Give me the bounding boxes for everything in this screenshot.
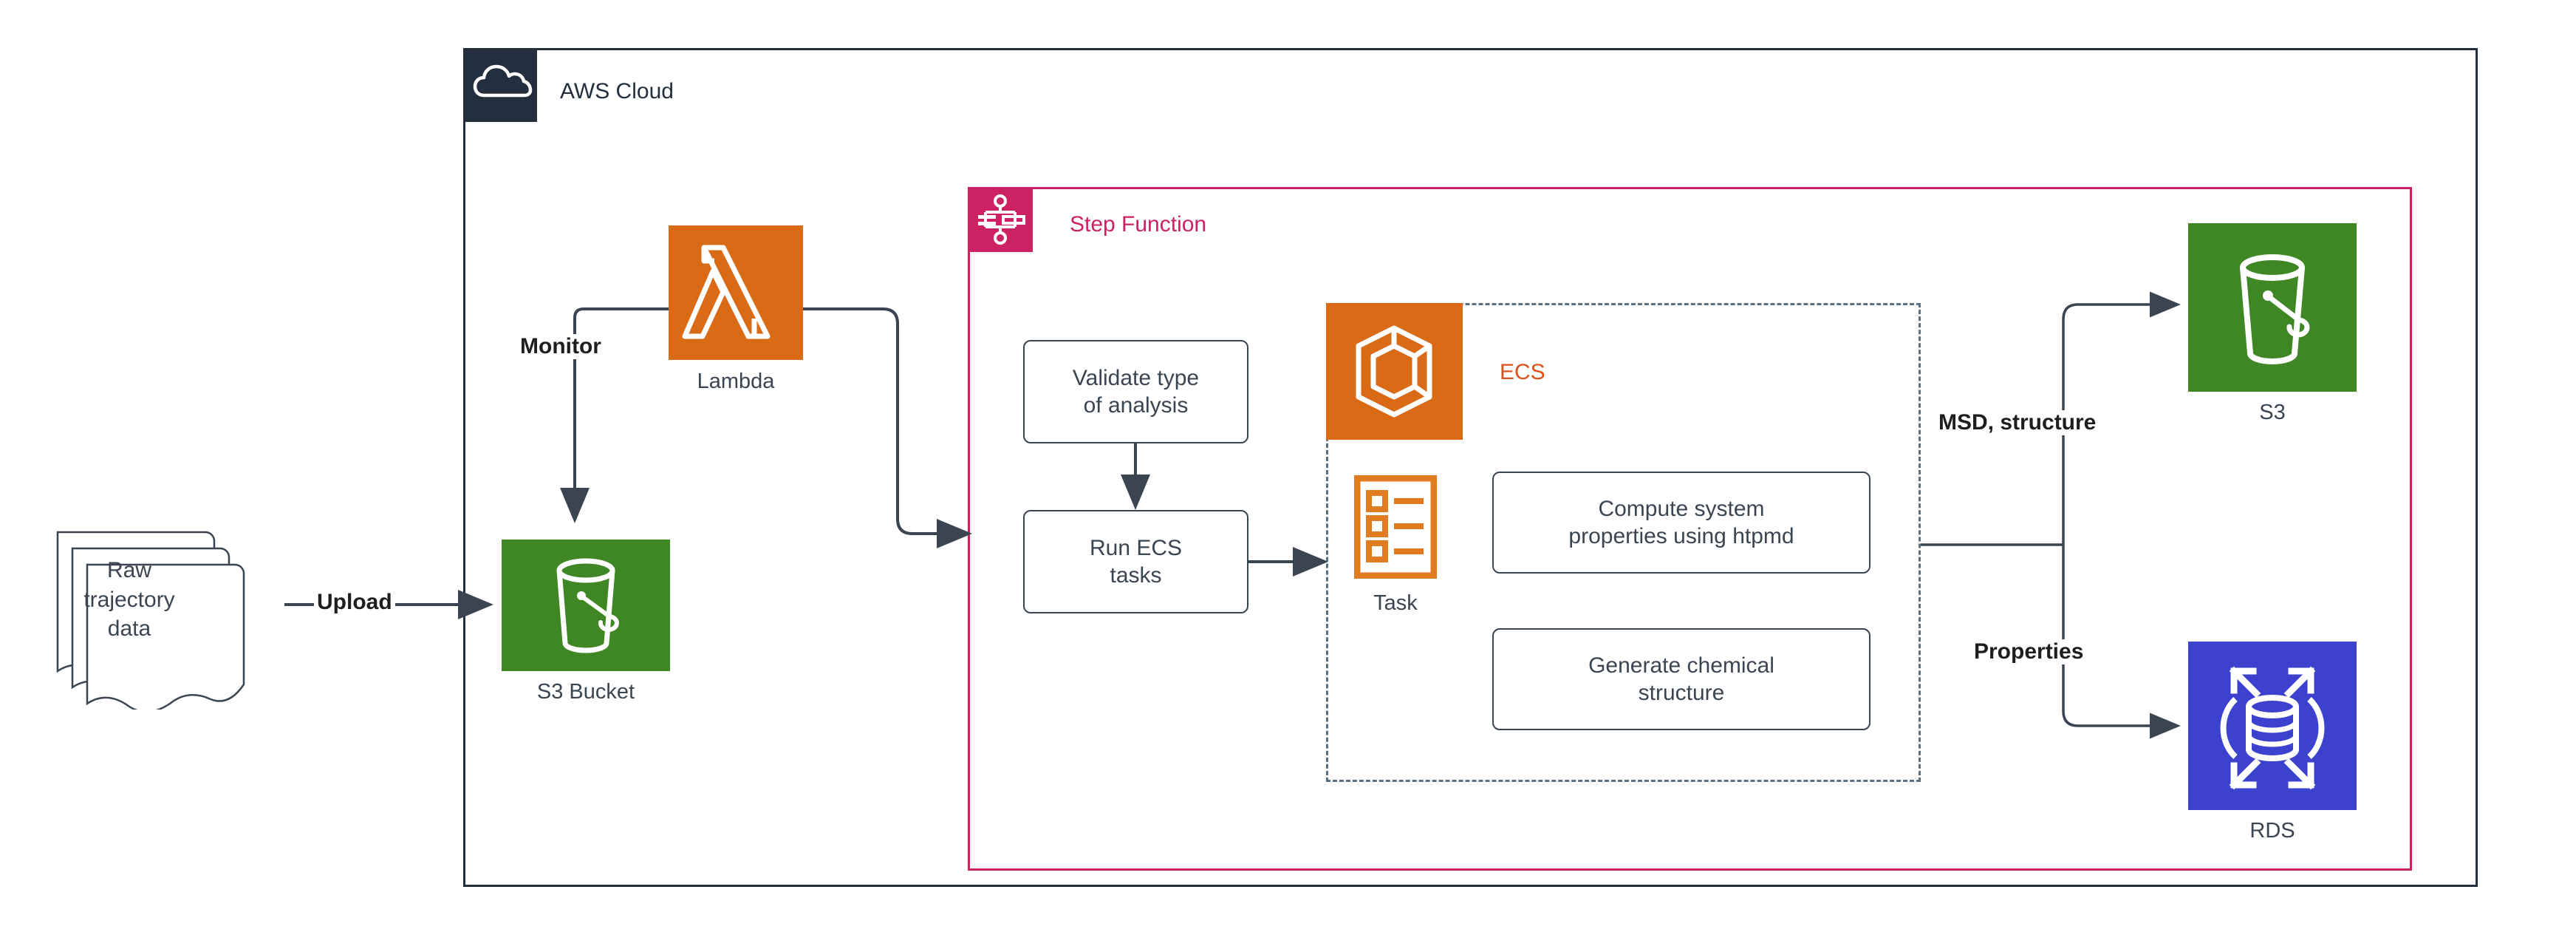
doc-line-1: Raw (106, 558, 151, 582)
edge-label-upload: Upload (314, 590, 395, 615)
validate-line-2: of analysis (1083, 393, 1189, 418)
edge-label-properties: Properties (1971, 639, 2087, 664)
rds-caption: RDS (2249, 819, 2295, 843)
s3-output-service[interactable] (2188, 223, 2357, 392)
process-box-generate-structure[interactable]: Generate chemical structure (1492, 628, 1870, 730)
aws-cloud-label: AWS Cloud (560, 79, 674, 103)
task-caption: Task (1373, 591, 1418, 615)
s3-output-caption: S3 (2259, 401, 2286, 424)
step-function-label: Step Function (1070, 212, 1207, 237)
process-box-run-ecs[interactable]: Run ECS tasks (1023, 510, 1248, 613)
step-function-icon (968, 187, 1033, 252)
validate-line-1: Validate type (1072, 365, 1200, 390)
generate-line-1: Generate chemical (1588, 653, 1774, 678)
compute-line-2: properties using htpmd (1568, 524, 1794, 548)
ecs-group-container (1326, 303, 1921, 782)
s3-bucket-icon (502, 540, 670, 671)
ecs-label: ECS (1500, 360, 1545, 384)
doc-line-2: trajectory (83, 587, 175, 612)
task-service[interactable] (1353, 475, 1438, 579)
doc-line-3: data (107, 616, 151, 642)
rds-icon (2188, 642, 2357, 810)
raw-trajectory-data-label: Raw trajectory data (63, 556, 196, 644)
edge-label-msd-structure: MSD, structure (1936, 410, 2100, 435)
cloud-icon (463, 48, 537, 122)
edge-label-monitor: Monitor (517, 334, 604, 359)
s3-bucket-icon (2188, 223, 2357, 392)
run-ecs-line-1: Run ECS (1089, 535, 1183, 560)
generate-line-2: structure (1638, 681, 1725, 705)
aws-cloud-container (463, 48, 2478, 887)
s3-bucket-service[interactable] (502, 540, 670, 671)
document-stack-icon (53, 517, 275, 713)
compute-line-1: Compute system (1598, 496, 1765, 521)
lambda-caption: Lambda (697, 370, 775, 393)
run-ecs-line-2: tasks (1110, 563, 1162, 588)
task-list-icon (1353, 475, 1438, 579)
lambda-service[interactable] (669, 225, 803, 360)
lambda-icon (669, 225, 803, 360)
rds-service[interactable] (2188, 642, 2357, 810)
s3-bucket-caption: S3 Bucket (536, 680, 635, 704)
process-box-validate[interactable]: Validate type of analysis (1023, 340, 1248, 443)
ecs-icon (1326, 303, 1463, 440)
process-box-compute-properties[interactable]: Compute system properties using htpmd (1492, 472, 1870, 574)
